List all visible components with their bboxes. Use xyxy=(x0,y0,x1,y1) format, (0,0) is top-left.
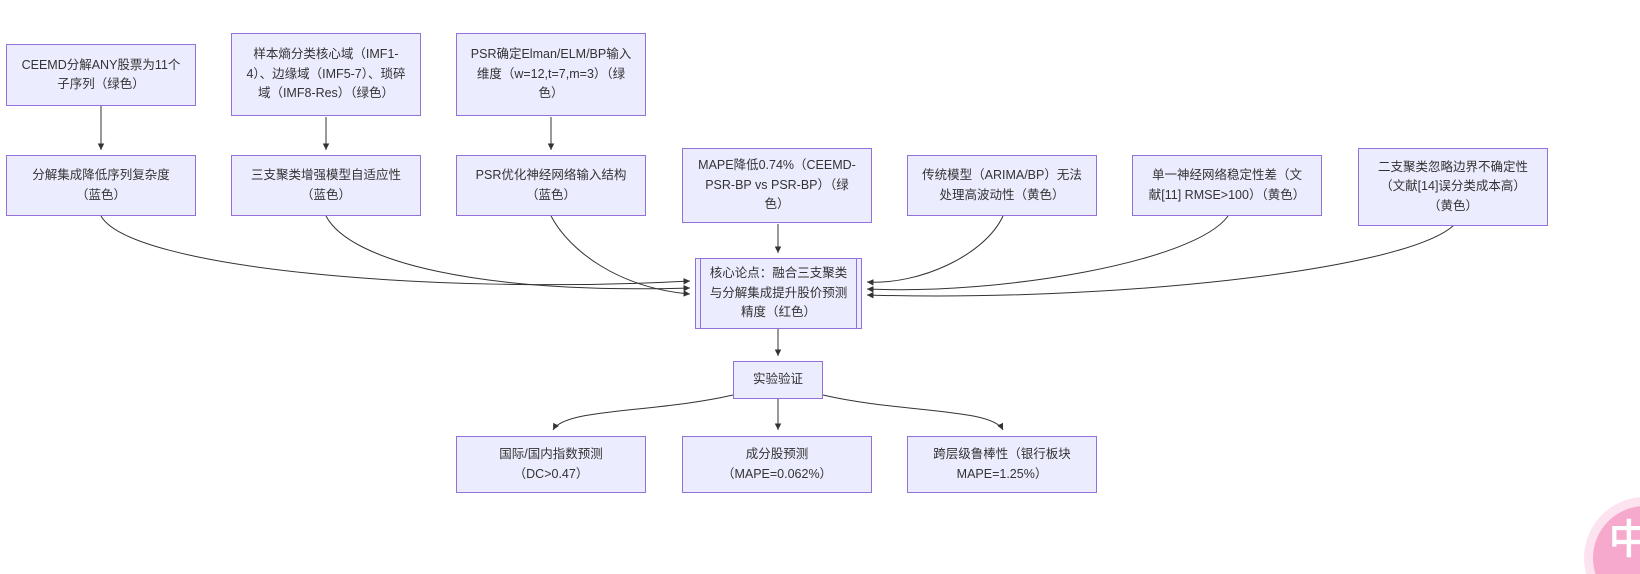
translate-zh-glyph: 中 xyxy=(1609,518,1640,562)
edge-threeway-to-core xyxy=(325,215,691,292)
node-label: PSR确定Elman/ELM/BP输入维度（w=12,t=7,m=3）（绿色） xyxy=(470,47,632,101)
edge-twoway-to-core xyxy=(866,225,1454,299)
node-label: 分解集成降低序列复杂度（蓝色） xyxy=(32,168,170,202)
edge-decomposition-to-core xyxy=(100,215,691,286)
node-label: 成分股预测（MAPE=0.062%） xyxy=(721,447,833,481)
node-label: CEEMD分解ANY股票为11个子序列（绿色） xyxy=(21,57,181,91)
node-label: 样本熵分类核心域（IMF1-4）、边缘域（IMF5-7）、琐碎域（IMF8-Re… xyxy=(246,47,406,101)
node-label: 国际/国内指数预测（DC>0.47） xyxy=(499,447,603,481)
edge-traditional-to-core xyxy=(866,215,1004,286)
node-label: 核心论点：融合三支聚类与分解集成提升股价预测精度（红色） xyxy=(709,266,848,320)
node-three-way-adaptability: 三支聚类增强模型自适应性（蓝色） xyxy=(231,155,421,216)
node-psr-structure: PSR优化神经网络输入结构（蓝色） xyxy=(456,155,646,216)
node-index-prediction: 国际/国内指数预测（DC>0.47） xyxy=(456,436,646,493)
node-core-thesis: 核心论点：融合三支聚类与分解集成提升股价预测精度（红色） xyxy=(695,258,862,329)
translate-button[interactable]: 中 A xyxy=(1593,506,1640,574)
node-decomposition-complexity: 分解集成降低序列复杂度（蓝色） xyxy=(6,155,196,216)
node-traditional-model-limit: 传统模型（ARIMA/BP）无法处理高波动性（黄色） xyxy=(907,155,1097,216)
node-cross-level-robustness: 跨层级鲁棒性（银行板块MAPE=1.25%） xyxy=(907,436,1097,493)
node-single-nn-instability: 单一神经网络稳定性差（文献[11] RMSE>100）（黄色） xyxy=(1132,155,1322,216)
node-psr-dimension: PSR确定Elman/ELM/BP输入维度（w=12,t=7,m=3）（绿色） xyxy=(456,33,646,116)
node-mape-improvement: MAPE降低0.74%（CEEMD-PSR-BP vs PSR-BP）（绿色） xyxy=(682,148,872,223)
node-label: 跨层级鲁棒性（银行板块MAPE=1.25%） xyxy=(933,447,1071,481)
node-label: PSR优化神经网络输入结构（蓝色） xyxy=(475,168,627,202)
node-label: 单一神经网络稳定性差（文献[11] RMSE>100）（黄色） xyxy=(1148,168,1306,202)
node-ceemd-decompose: CEEMD分解ANY股票为11个子序列（绿色） xyxy=(6,44,196,106)
node-experiment-validation: 实验验证 xyxy=(733,361,823,399)
edge-singlenn-to-core xyxy=(866,215,1229,293)
node-sample-entropy: 样本熵分类核心域（IMF1-4）、边缘域（IMF5-7）、琐碎域（IMF8-Re… xyxy=(231,33,421,116)
edge-experiment-to-robustness xyxy=(822,394,1004,431)
node-label: 三支聚类增强模型自适应性（蓝色） xyxy=(250,168,401,202)
node-label: MAPE降低0.74%（CEEMD-PSR-BP vs PSR-BP）（绿色） xyxy=(698,158,856,212)
node-component-stock-prediction: 成分股预测（MAPE=0.062%） xyxy=(682,436,872,493)
node-label: 实验验证 xyxy=(752,372,803,387)
node-label: 二支聚类忽略边界不确定性（文献[14]误分类成本高）（黄色） xyxy=(1377,159,1528,213)
node-two-way-cluster-limit: 二支聚类忽略边界不确定性（文献[14]误分类成本高）（黄色） xyxy=(1358,148,1548,226)
edge-experiment-to-index xyxy=(552,394,734,431)
edge-psrstructure-to-core xyxy=(550,215,691,297)
node-label: 传统模型（ARIMA/BP）无法处理高波动性（黄色） xyxy=(922,168,1082,202)
